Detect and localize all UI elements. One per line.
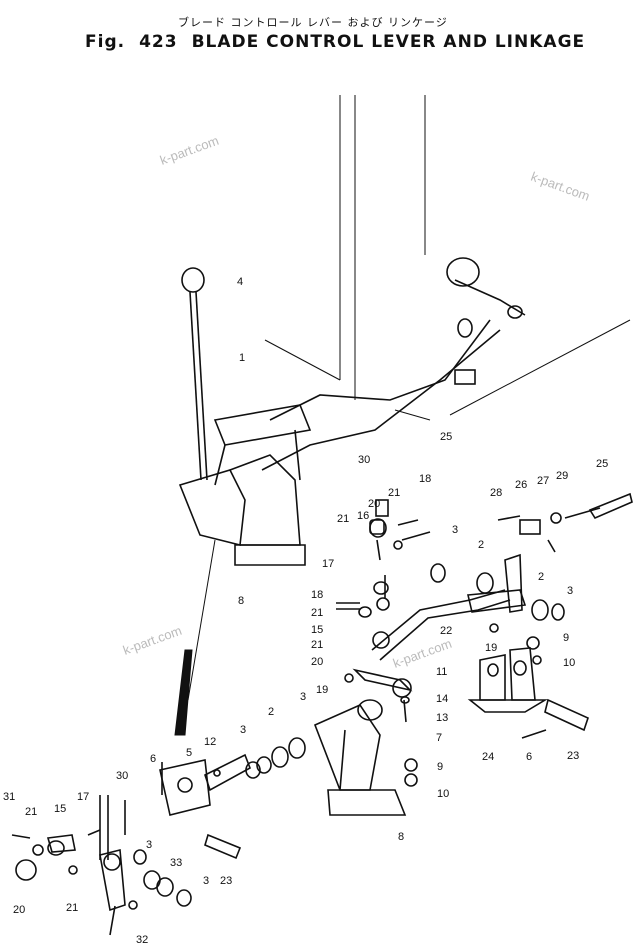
callout: 10: [437, 788, 449, 800]
callout: 2: [478, 539, 484, 551]
callout: 9: [437, 761, 443, 773]
callout-labels: 4 1 25 30 18 20 16 21 21 28 26 27 29 25 …: [3, 276, 608, 946]
callout: 19: [316, 684, 328, 696]
callout: 7: [436, 732, 442, 744]
control-lever: [181, 267, 208, 481]
callout: 2: [538, 571, 544, 583]
callout: 22: [440, 625, 452, 637]
callout: 17: [322, 558, 334, 570]
callout: 15: [311, 624, 323, 636]
upper-bracket-assembly: [178, 404, 312, 566]
callout: 31: [3, 791, 15, 803]
callout: 23: [220, 875, 232, 887]
clevis-bracket: [344, 668, 413, 723]
rod-end-assembly: [497, 492, 633, 553]
callout: 33: [170, 857, 182, 869]
callout: 1: [239, 352, 245, 364]
callout: 3: [452, 524, 458, 536]
callout: 4: [237, 276, 243, 288]
middle-linkage: [336, 499, 565, 661]
callout: 28: [490, 487, 502, 499]
callout: 32: [136, 934, 148, 946]
lower-bracket: [313, 703, 418, 816]
callout: 2: [268, 706, 274, 718]
callout: 21: [337, 513, 349, 525]
callout: 23: [567, 750, 579, 762]
callout: 27: [537, 475, 549, 487]
callout: 19: [485, 642, 497, 654]
callout: 20: [311, 656, 323, 668]
assembly-leader: [174, 539, 216, 736]
figure-title: Fig. 423 BLADE CONTROL LEVER AND LINKAGE: [85, 32, 599, 52]
callout: 10: [563, 657, 575, 669]
figure-caption: BLADE CONTROL LEVER AND LINKAGE: [191, 32, 586, 52]
callout: 8: [398, 831, 404, 843]
callout: 30: [116, 770, 128, 782]
callout: 18: [311, 589, 323, 601]
callout: 8: [238, 595, 244, 607]
callout: 17: [77, 791, 89, 803]
callout: 5: [186, 747, 192, 759]
callout: 6: [150, 753, 156, 765]
callout: 20: [368, 498, 380, 510]
callout: 11: [436, 666, 447, 678]
callout: 3: [146, 839, 152, 851]
callout: 20: [13, 904, 25, 916]
watermark: k-part.com: [158, 133, 221, 168]
callout: 13: [436, 712, 448, 724]
upper-linkage-rods: [261, 257, 526, 471]
callout: 21: [25, 806, 37, 818]
callout: 15: [54, 803, 66, 815]
callout: 25: [596, 458, 608, 470]
callout: 24: [482, 751, 494, 763]
callout: 3: [203, 875, 209, 887]
callout: 3: [567, 585, 573, 597]
figure-label: Fig.: [85, 32, 126, 52]
callout: 9: [563, 632, 569, 644]
callout: 6: [526, 751, 532, 763]
watermark: k-part.com: [121, 623, 184, 658]
japanese-title: ブレード コントロール レバー および リンケージ: [178, 16, 448, 29]
figure-number: 423: [139, 32, 178, 52]
callout: 21: [311, 639, 323, 651]
callout: 14: [436, 693, 448, 705]
right-support-bracket: [467, 623, 589, 739]
callout: 12: [204, 736, 216, 748]
callout: 25: [440, 431, 452, 443]
callout: 16: [357, 510, 369, 522]
callout: 21: [66, 902, 78, 914]
callout: 3: [240, 724, 246, 736]
callout: 21: [311, 607, 323, 619]
lower-lever-assembly: [11, 737, 306, 936]
machine-body-outline: [264, 95, 631, 421]
callout: 30: [358, 454, 370, 466]
watermark: k-part.com: [529, 169, 592, 204]
callout: 18: [419, 473, 431, 485]
callout: 21: [388, 487, 400, 499]
callout: 29: [556, 470, 568, 482]
callout: 26: [515, 479, 527, 491]
callout: 3: [300, 691, 306, 703]
